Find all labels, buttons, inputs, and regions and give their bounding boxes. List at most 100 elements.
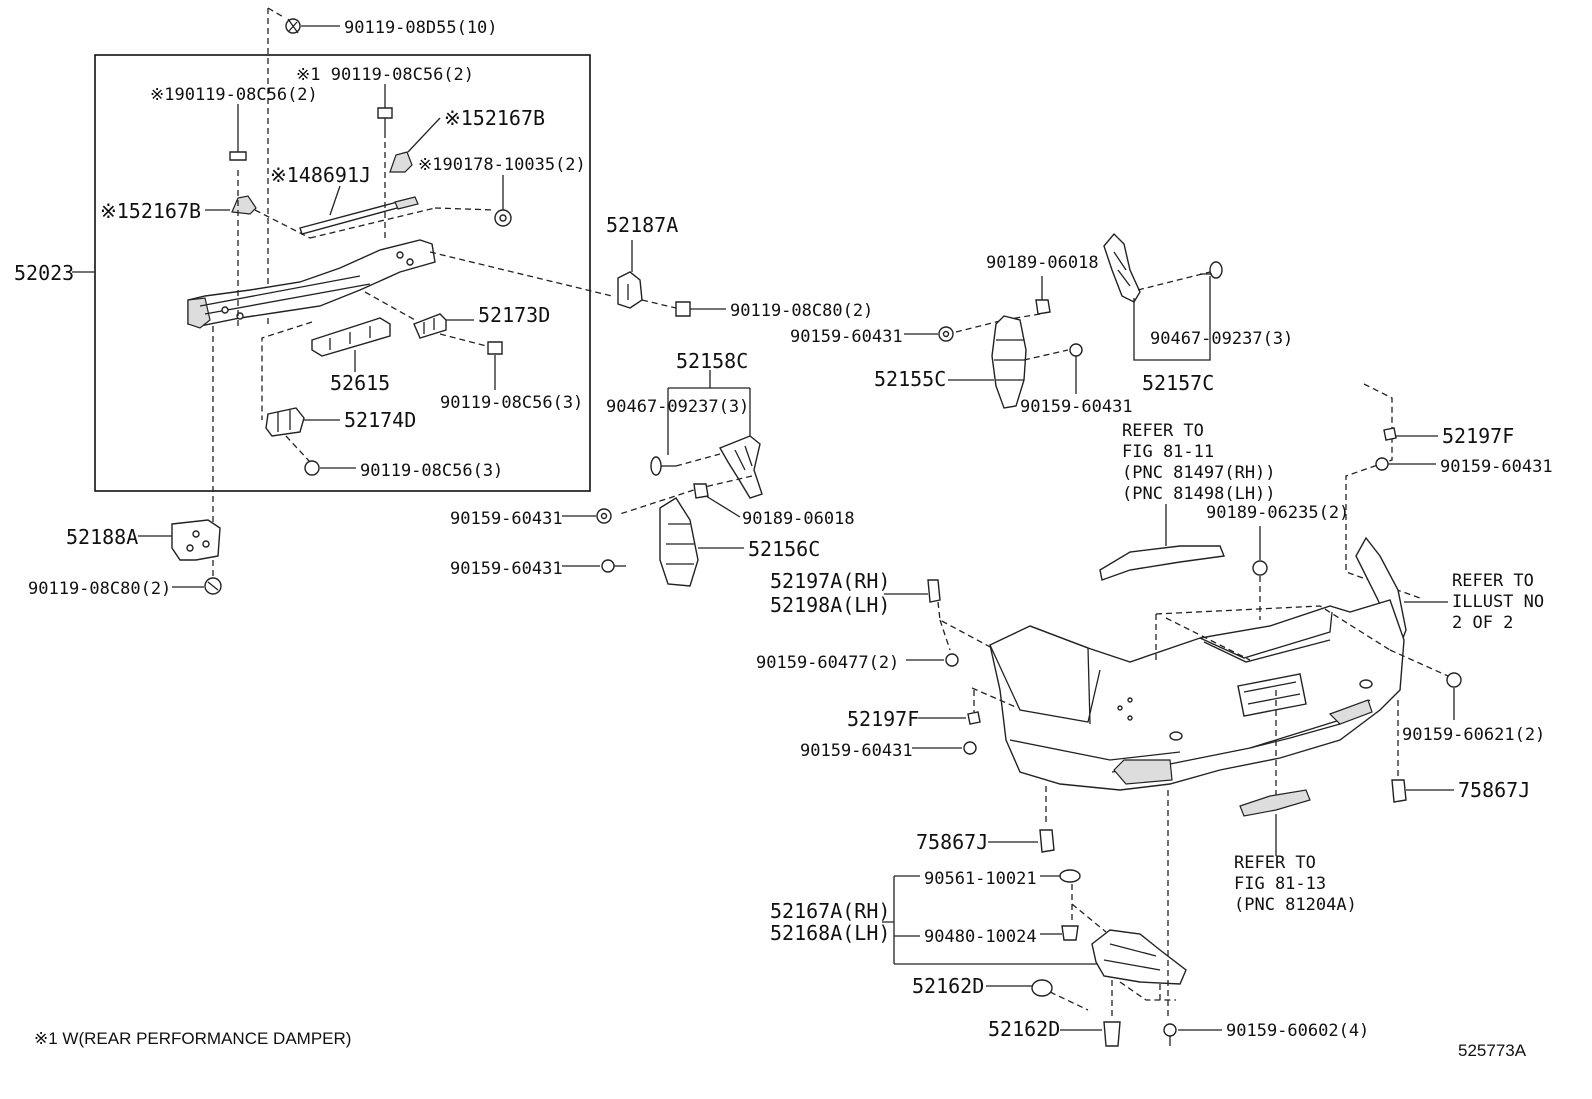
part-label: ※152167B: [444, 106, 545, 130]
mudguard-bracket: [1091, 929, 1187, 985]
clip-icon: [927, 579, 941, 603]
leader-dashed: [1071, 884, 1107, 933]
part-label: 52174D: [344, 408, 416, 432]
clip-icon: [1103, 1021, 1121, 1047]
part-label: 52198A(LH): [770, 593, 890, 617]
clip-nut-icon: [1035, 299, 1051, 315]
part-label: 52155C: [874, 367, 946, 391]
clip-nut-icon: [1252, 560, 1268, 576]
part-label: ※148691J: [270, 163, 371, 187]
retainer-bracket: [265, 407, 305, 437]
part-label: 52197A(RH): [770, 569, 890, 593]
bolt-icon: [229, 125, 247, 161]
leader-dashed: [364, 291, 416, 321]
part-label: 52615: [330, 371, 390, 395]
mount-bracket: [617, 271, 643, 309]
part-label: 90119-08C56(3): [360, 461, 503, 481]
part-label: 90159-60477(2): [756, 653, 899, 673]
leader-dashed: [1119, 981, 1176, 1001]
bolt-icon: [945, 653, 959, 667]
part-label: 52197F: [847, 707, 919, 731]
nut-icon: [938, 326, 954, 342]
part-label: 52158C: [676, 349, 748, 373]
nut-icon: [494, 209, 512, 227]
part-label: 90159-60602(4): [1226, 1021, 1369, 1041]
part-label: 52197F: [1442, 424, 1514, 448]
side-retainer: [991, 315, 1027, 409]
license-bracket: [1239, 789, 1311, 817]
part-label: 90119-08C80(2): [28, 579, 171, 599]
part-label: 90119-08C56(3): [440, 393, 583, 413]
clip-icon: [1200, 261, 1223, 279]
leader-line: [329, 185, 341, 216]
part-label: 90189-06235(2): [1206, 503, 1349, 523]
clip-icon: [1061, 925, 1079, 941]
clip-icon: [1039, 829, 1055, 853]
leader-line: [882, 875, 1100, 965]
reference-note: REFER TO ILLUST NO 2 OF 2: [1452, 571, 1554, 633]
part-label: 52188A: [66, 525, 138, 549]
leader-dashed: [285, 435, 311, 463]
side-garnish: [1099, 545, 1225, 581]
part-label: 90159-60621(2): [1402, 725, 1545, 745]
part-label: 90467-09237(3): [1150, 329, 1293, 349]
leader-dashed: [1049, 991, 1089, 1011]
part-label: 90189-06018: [742, 509, 855, 529]
part-label: 52162D: [912, 974, 984, 998]
leader-dashed: [254, 207, 496, 239]
part-label: ※1 90119-08C56(2): [296, 65, 474, 85]
leader-dashed: [641, 299, 677, 309]
leader-line: [705, 495, 741, 518]
reinforcement-bar: [187, 239, 436, 329]
leader-dashed: [675, 453, 721, 467]
bolt-icon: [1069, 343, 1083, 357]
bolt-icon: [963, 741, 977, 755]
clip-icon: [1391, 779, 1407, 803]
side-retainer: [659, 497, 699, 587]
assembly-group-box: [94, 54, 591, 492]
clip-icon: [967, 711, 981, 725]
upper-retainer: [1103, 232, 1141, 303]
reference-note: REFER TO FIG 81-11 (PNC 81497(RH)) (PNC …: [1122, 421, 1286, 504]
side-bracket: [171, 519, 221, 561]
leader-dashed: [1345, 383, 1421, 599]
retainer-bracket: [413, 313, 447, 339]
reference-note: REFER TO FIG 81-13 (PNC 81204A): [1234, 853, 1357, 915]
illustration-id: 525773A: [1458, 1041, 1527, 1060]
part-label: 52157C: [1142, 371, 1214, 395]
leader-dashed: [1023, 349, 1069, 361]
bolt-icon: [1375, 457, 1389, 471]
bolt-icon: [1446, 672, 1462, 688]
side-retainer: [718, 435, 763, 499]
footnote: ※1 W(REAR PERFORMANCE DAMPER): [34, 1029, 351, 1048]
leader-dashed: [1137, 271, 1211, 291]
clip-nut-icon: [693, 483, 709, 499]
clip-icon: [1031, 979, 1053, 997]
part-label: 75867J: [1458, 778, 1530, 802]
part-label: 90119-08C80(2): [730, 301, 873, 321]
part-label: 52023: [14, 261, 74, 285]
part-label: 90159-60431: [1440, 457, 1553, 477]
bolt-icon: [204, 577, 222, 595]
leader-dashed: [439, 333, 495, 349]
leader-dashed: [971, 687, 1019, 712]
part-label: 90467-09237(3): [606, 397, 749, 417]
bolt-icon: [285, 18, 301, 34]
leader-line: [407, 117, 441, 153]
part-label: 52156C: [748, 537, 820, 561]
part-label: 90159-60431: [450, 559, 563, 579]
part-label: 52187A: [606, 213, 678, 237]
damper-bracket: [231, 195, 257, 215]
bolt-icon: [675, 301, 691, 317]
clip-icon: [1383, 427, 1397, 441]
washer-icon: [1059, 869, 1081, 883]
part-label: 75867J: [916, 830, 988, 854]
bolt-icon: [304, 460, 320, 476]
damper-bracket: [389, 151, 413, 173]
bolt-icon: [601, 559, 626, 573]
bolt-icon: [487, 341, 503, 355]
leader-dashed: [1389, 649, 1449, 677]
leader-dashed: [619, 475, 753, 515]
